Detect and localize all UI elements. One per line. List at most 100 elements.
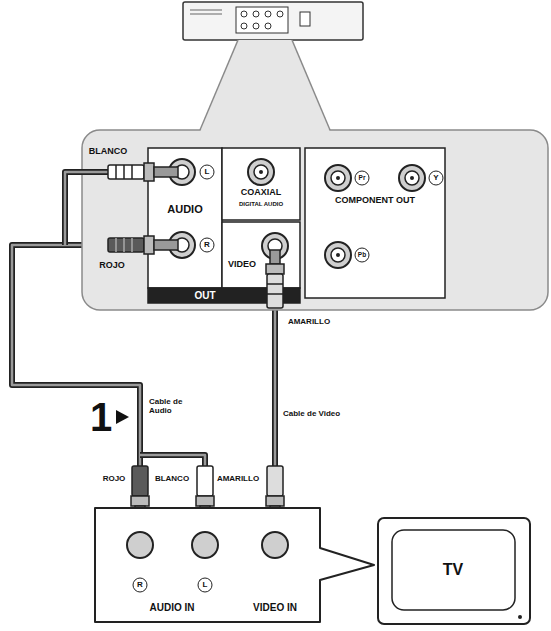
rca-plugs xyxy=(266,264,284,274)
channel-letter: Y xyxy=(433,174,438,183)
tv-input-panel xyxy=(133,578,212,592)
panel-section-label: OUT xyxy=(194,290,215,301)
back-panel xyxy=(82,40,548,310)
box-label: COMPONENT OUT xyxy=(335,196,415,206)
jacks xyxy=(175,165,419,262)
dvd-player xyxy=(236,7,288,33)
dvd-player xyxy=(253,23,259,29)
tv-input-panel xyxy=(95,508,374,622)
rca-plugs xyxy=(123,165,125,179)
channel-letter: R xyxy=(204,241,210,250)
audio-wire-white xyxy=(140,455,205,468)
dvd-player xyxy=(190,10,222,11)
tv-input-panel xyxy=(95,508,374,622)
jacks xyxy=(410,176,414,180)
jacks xyxy=(254,165,268,179)
jacks xyxy=(355,171,369,185)
rca-plugs xyxy=(267,293,283,295)
box-sublabel: DIGITAL AUDIO xyxy=(239,201,283,208)
rca-plugs xyxy=(266,496,284,506)
component-out-box: COMPONENT OUT xyxy=(305,148,445,298)
tv-set xyxy=(518,615,522,619)
rca-plugs xyxy=(132,466,148,496)
back-panel xyxy=(200,40,238,130)
audio-wire-white xyxy=(140,455,205,468)
rca-plugs xyxy=(123,238,125,252)
jacks xyxy=(248,159,274,185)
dvd-player xyxy=(241,23,247,29)
rca-plugs xyxy=(267,274,283,308)
plug-color-label: BLANCO xyxy=(89,147,128,157)
jack-boxes xyxy=(305,148,445,298)
tv-set xyxy=(392,530,515,610)
dvd-player xyxy=(253,11,259,17)
jacks xyxy=(200,165,443,262)
rca-plugs xyxy=(115,238,117,252)
tv-screen: TV xyxy=(392,530,515,610)
rca-plugs xyxy=(267,283,283,285)
audio-wire-white xyxy=(65,172,110,245)
dvd-player xyxy=(183,2,363,40)
rca-plugs xyxy=(131,165,133,179)
rca-plugs xyxy=(197,466,213,496)
rca-plugs xyxy=(131,238,133,252)
tv-input-panel xyxy=(127,532,288,558)
box-label: VIDEO xyxy=(228,260,256,270)
tv-input-panel xyxy=(133,578,147,592)
step-number: 1 xyxy=(90,395,112,439)
tv-input-panel xyxy=(262,532,288,558)
jacks xyxy=(325,165,351,191)
tv-set xyxy=(378,518,530,624)
step-arrow xyxy=(116,410,129,424)
jack-boxes xyxy=(222,148,300,220)
plug-color-label: AMARILLO xyxy=(288,318,330,327)
dvd-player xyxy=(265,11,271,17)
channel-letter: R xyxy=(137,581,143,590)
dvd-player xyxy=(300,12,310,26)
jacks xyxy=(259,170,414,257)
rca-plugs xyxy=(108,165,144,179)
jack-boxes xyxy=(148,148,445,303)
cable-label: Cable de Video xyxy=(282,410,341,419)
plug-color-label: AMARILLO xyxy=(217,475,259,484)
jacks xyxy=(331,248,345,262)
back-panel xyxy=(200,40,330,132)
rca-plugs xyxy=(115,165,117,179)
box-label: COAXIAL xyxy=(241,188,282,198)
video-out-box: VIDEO xyxy=(222,222,300,286)
jacks xyxy=(405,171,419,185)
jacks xyxy=(200,238,214,252)
channel-letter: Pr xyxy=(359,174,366,181)
jack-boxes xyxy=(222,222,300,288)
rca-plugs xyxy=(144,236,154,254)
tv-input-panel xyxy=(127,532,153,558)
dvd-player xyxy=(277,11,283,17)
box-label: AUDIO xyxy=(167,203,202,215)
rca-plugs xyxy=(108,238,144,252)
input-label: AUDIO IN xyxy=(150,602,195,613)
jacks xyxy=(169,159,443,268)
jacks xyxy=(200,165,214,179)
tv-input-panel xyxy=(192,532,218,558)
jacks xyxy=(325,242,351,268)
rca-plugs xyxy=(154,167,178,177)
tv-input-panel xyxy=(198,578,212,592)
rca-plugs xyxy=(267,466,283,496)
dvd-player xyxy=(183,2,363,40)
rca-plugs xyxy=(144,163,154,181)
dvd-player xyxy=(190,14,222,15)
rca-plugs xyxy=(131,496,149,506)
cable-label: Cable de Audio xyxy=(148,398,200,416)
tv-set xyxy=(378,518,530,624)
dvd-player xyxy=(265,23,271,29)
tv-input-panel: AUDIO INVIDEO IN xyxy=(95,508,320,622)
jacks xyxy=(399,165,425,191)
jacks xyxy=(259,170,263,174)
back-panel xyxy=(82,130,548,310)
channel-letter: Pb xyxy=(358,251,366,258)
plug-color-label: ROJO xyxy=(99,261,125,271)
jacks xyxy=(169,159,425,268)
jacks xyxy=(336,176,340,180)
coaxial-box: COAXIAL DIGITAL AUDIO xyxy=(222,148,300,220)
